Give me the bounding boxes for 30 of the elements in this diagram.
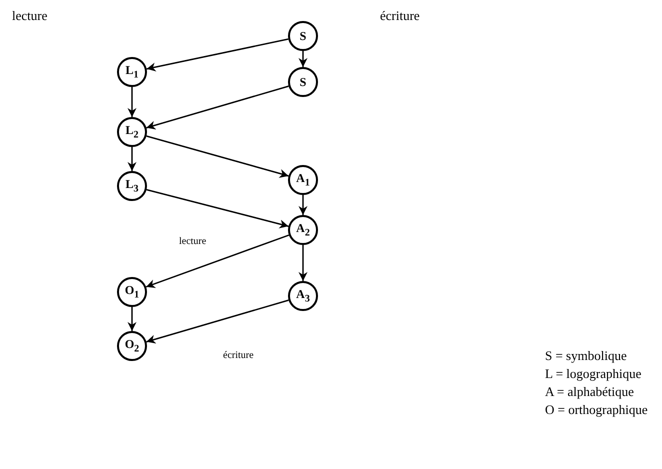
state-circle: A$_{1}$ xyxy=(288,165,318,195)
arrow xyxy=(146,234,290,288)
arrow xyxy=(146,135,289,178)
state-circle: S xyxy=(288,67,318,97)
edge-label: lecture xyxy=(178,236,208,247)
arrow xyxy=(128,147,136,171)
state-circle: L$_{2}$ xyxy=(117,117,147,147)
state-circle: O$_{1}$ xyxy=(117,277,147,307)
arrow xyxy=(298,51,308,67)
legend-text: L = logographique xyxy=(545,366,642,382)
edge-label: écriture xyxy=(222,350,255,361)
legend-text: O = orthographique xyxy=(545,402,648,418)
arrow xyxy=(298,245,308,281)
state-circle: A$_{3}$ xyxy=(288,281,318,311)
column-heading: lecture xyxy=(12,8,48,24)
arrow xyxy=(146,189,289,228)
state-circle: L$_{3}$ xyxy=(117,171,147,201)
column-heading: écriture xyxy=(380,8,420,24)
legend-text: S = symbolique xyxy=(545,348,627,364)
arrow xyxy=(128,307,136,331)
arrow xyxy=(146,86,289,130)
state-circle: A$_{2}$ xyxy=(288,215,318,245)
state-circle: S xyxy=(288,21,318,51)
state-circle: L$_{1}$ xyxy=(117,57,147,87)
state-circle: O$_{2}$ xyxy=(117,331,147,361)
arrow xyxy=(298,195,308,215)
arrow xyxy=(146,300,289,344)
arrow xyxy=(128,87,136,117)
arrow xyxy=(146,38,288,72)
legend-text: A = alphabétique xyxy=(545,384,634,400)
